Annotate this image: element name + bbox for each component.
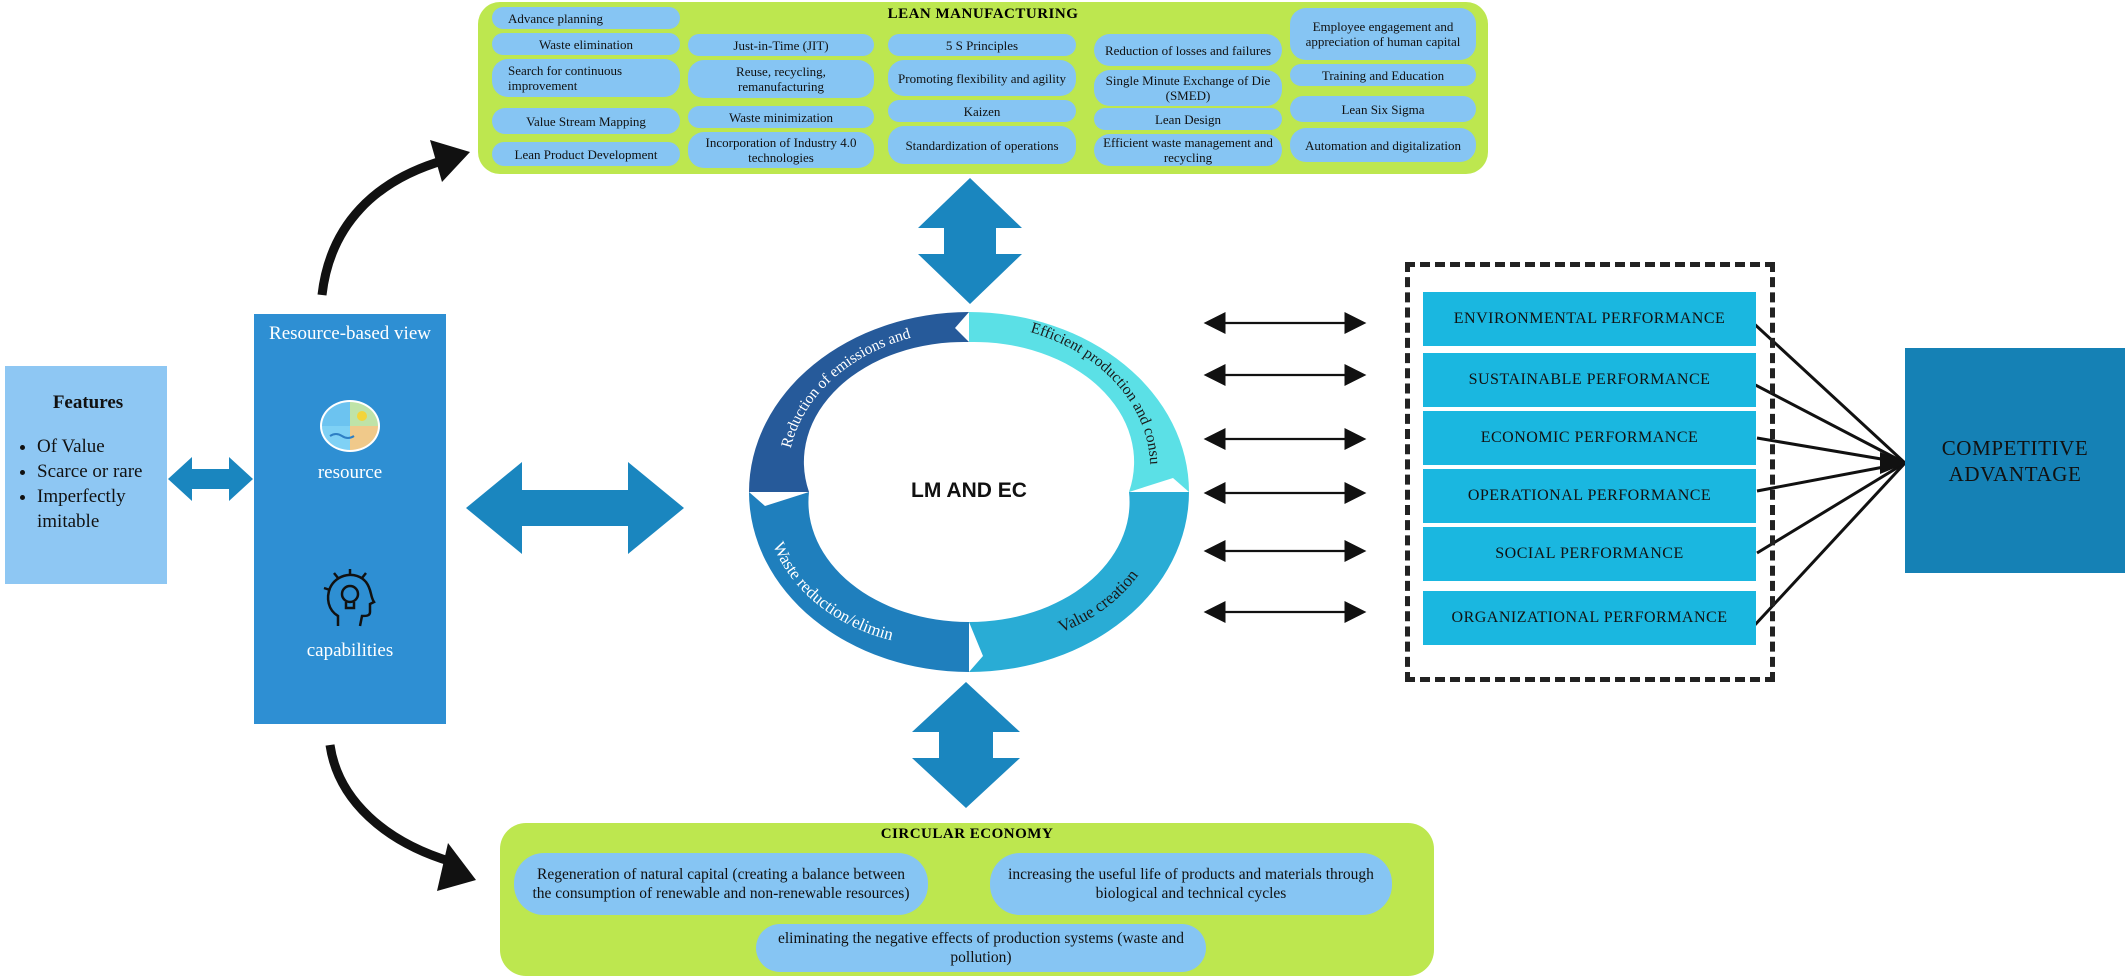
cycle-segment-waste xyxy=(749,492,969,672)
features-item: Scarce or rare xyxy=(37,459,157,484)
rbv-to-ce-arrowhead xyxy=(437,843,476,891)
rbv-cycle-double-arrow xyxy=(466,462,684,554)
rbv-resource-label: resource xyxy=(317,462,383,483)
features-box: Features Of Value Scarce or rare Imperfe… xyxy=(5,366,167,584)
lean-manufacturing-box: LEAN MANUFACTURING Advance planning Wast… xyxy=(478,2,1488,174)
features-item: Imperfectly imitable xyxy=(37,484,157,534)
features-rbv-double-arrow xyxy=(168,457,253,501)
lm-pill: Waste minimization xyxy=(688,106,874,128)
cycle-center-label: LM AND EC xyxy=(911,479,1027,502)
lm-pill: Lean Six Sigma xyxy=(1290,96,1476,122)
performance-dashed-frame xyxy=(1405,262,1775,682)
lm-pill: Lean Design xyxy=(1094,108,1282,130)
lm-pill: Automation and digitalization xyxy=(1290,128,1476,162)
lm-pill: Lean Product Development xyxy=(492,142,680,166)
lm-pill: Training and Education xyxy=(1290,64,1476,86)
rbv-to-lm-arrowhead xyxy=(430,140,470,182)
lm-pill: Advance planning xyxy=(492,7,680,29)
lm-pill: Efficient waste management and recycling xyxy=(1094,134,1282,166)
rbv-box: Resource-based view resource capabilitie… xyxy=(254,314,446,724)
lm-pill: 5 S Principles xyxy=(888,34,1076,56)
lightbulb-head-icon xyxy=(323,569,376,627)
ce-title: CIRCULAR ECONOMY xyxy=(880,826,1054,842)
rbv-capabilities-label: capabilities xyxy=(306,640,394,661)
cycle-performance-arrows xyxy=(1203,312,1367,623)
converge-line-5 xyxy=(1756,461,1906,555)
lm-pill: Standardization of operations xyxy=(888,126,1076,164)
rbv-to-lm-curved-arrow xyxy=(317,155,447,296)
performance-to-advantage-lines xyxy=(1741,318,1907,629)
ce-pill: Regeneration of natural capital (creatin… xyxy=(514,853,928,915)
converge-line-2 xyxy=(1741,376,1906,465)
lm-pill: Single Minute Exchange of Die (SMED) xyxy=(1094,70,1282,106)
performance-box-sustainable: SUSTAINABLE PERFORMANCE xyxy=(1423,353,1756,407)
lm-pill: Kaizen xyxy=(888,100,1076,122)
lm-pill: Waste elimination xyxy=(492,33,680,55)
lm-pill: Promoting flexibility and agility xyxy=(888,60,1076,96)
cycle-segment-emissions xyxy=(749,312,969,492)
resource-icon xyxy=(320,400,380,452)
lm-pill: Employee engagement and appreciation of … xyxy=(1290,8,1476,60)
performance-box-social: SOCIAL PERFORMANCE xyxy=(1423,527,1756,581)
ce-pill: eliminating the negative effects of prod… xyxy=(756,924,1206,972)
rbv-title: Resource-based view xyxy=(269,323,431,344)
rbv-to-ce-curved-arrow xyxy=(325,744,454,867)
converge-line-1 xyxy=(1748,318,1907,465)
performance-box-environmental: ENVIRONMENTAL PERFORMANCE xyxy=(1423,292,1756,346)
advantage-arrowhead xyxy=(1880,452,1907,474)
lm-pill: Search for continuous improvement xyxy=(492,59,680,97)
cycle-ce-double-arrow xyxy=(912,682,1020,808)
lm-ec-cycle xyxy=(749,312,1189,672)
converge-line-6 xyxy=(1751,461,1907,629)
circular-economy-box: CIRCULAR ECONOMY Regeneration of natural… xyxy=(500,823,1434,976)
features-title: Features xyxy=(52,392,124,413)
cycle-segment-efficient xyxy=(969,312,1189,492)
lm-pill: Incorporation of Industry 4.0 technologi… xyxy=(688,132,874,168)
cycle-segment-value xyxy=(969,492,1189,672)
features-item: Of Value xyxy=(37,434,157,459)
performance-box-operational: OPERATIONAL PERFORMANCE xyxy=(1423,469,1756,523)
ce-pill: increasing the useful life of products a… xyxy=(990,853,1392,915)
competitive-advantage-box: COMPETITIVE ADVANTAGE xyxy=(1905,348,2125,573)
lm-pill: Reduction of losses and failures xyxy=(1094,34,1282,66)
lm-title: LEAN MANUFACTURING xyxy=(887,6,1079,22)
features-list: Of Value Scarce or rare Imperfectly imit… xyxy=(19,434,157,534)
lm-pill: Reuse, recycling, remanufacturing xyxy=(688,60,874,98)
performance-box-organizational: ORGANIZATIONAL PERFORMANCE xyxy=(1423,591,1756,645)
lm-pill: Value Stream Mapping xyxy=(492,108,680,134)
lm-pill: Just-in-Time (JIT) xyxy=(688,34,874,56)
lm-cycle-double-arrow xyxy=(918,178,1022,304)
performance-box-economic: ECONOMIC PERFORMANCE xyxy=(1423,411,1756,465)
